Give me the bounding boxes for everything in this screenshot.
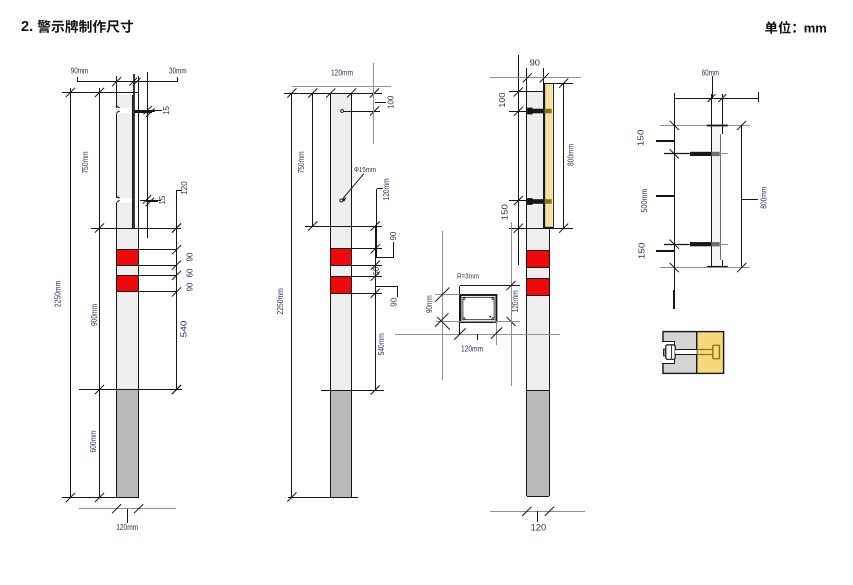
svg-text:R=3mm: R=3mm	[457, 273, 479, 280]
svg-text:120mm: 120mm	[116, 523, 138, 532]
svg-text:540mm: 540mm	[377, 333, 386, 355]
svg-text:120: 120	[531, 523, 547, 533]
svg-text:150: 150	[637, 242, 646, 259]
svg-text:90: 90	[186, 252, 195, 261]
svg-text:90: 90	[390, 297, 399, 306]
svg-text:60mm: 60mm	[702, 68, 720, 77]
svg-text:120mm: 120mm	[511, 290, 520, 312]
svg-text:750mm: 750mm	[81, 151, 90, 173]
svg-text:90: 90	[389, 231, 398, 240]
svg-text:800mm: 800mm	[759, 187, 768, 209]
svg-text:90mm: 90mm	[425, 295, 434, 313]
svg-text:540: 540	[179, 320, 188, 337]
svg-text:100: 100	[498, 92, 507, 107]
svg-text:90: 90	[530, 59, 541, 68]
svg-text:30mm: 30mm	[169, 66, 187, 75]
svg-text:750mm: 750mm	[297, 151, 306, 173]
svg-text:15: 15	[162, 106, 171, 115]
svg-text:mm: mm	[804, 21, 827, 36]
svg-text:90: 90	[186, 282, 195, 291]
svg-text:120mm: 120mm	[382, 178, 391, 200]
svg-text:120mm: 120mm	[331, 69, 353, 78]
svg-text:60: 60	[372, 267, 381, 276]
svg-text:900mm: 900mm	[90, 304, 99, 326]
svg-text:60: 60	[186, 268, 195, 277]
svg-text:Φ15mm: Φ15mm	[354, 167, 376, 174]
svg-text:2250mm: 2250mm	[276, 288, 285, 315]
svg-text:120: 120	[180, 181, 189, 195]
svg-text:15: 15	[158, 195, 167, 204]
svg-text:500mm: 500mm	[640, 188, 649, 212]
svg-text:2.: 2.	[21, 19, 33, 35]
svg-text:150: 150	[636, 129, 645, 146]
svg-text:600mm: 600mm	[89, 430, 98, 452]
svg-text:800mm: 800mm	[567, 144, 576, 166]
svg-text:120mm: 120mm	[461, 344, 483, 353]
svg-text:100: 100	[386, 95, 395, 109]
svg-text:90mm: 90mm	[71, 66, 89, 75]
svg-text:150: 150	[501, 204, 510, 221]
svg-text:2250mm: 2250mm	[54, 281, 63, 308]
